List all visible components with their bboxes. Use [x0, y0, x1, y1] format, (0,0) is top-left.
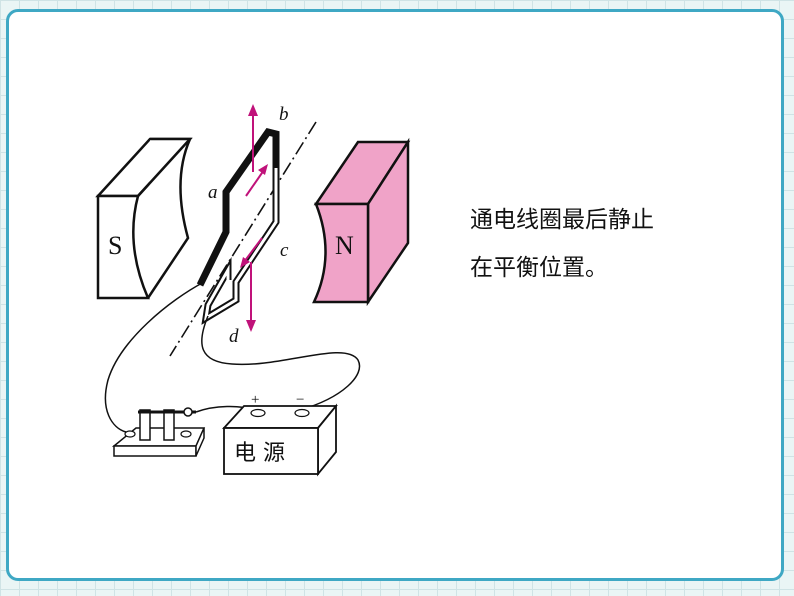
- coil-side-ab: [196, 128, 280, 287]
- coil-label-a: a: [208, 182, 218, 203]
- coil-label-d: d: [229, 326, 239, 347]
- battery-label: 电 源: [234, 441, 285, 466]
- current-arrow-lower: [240, 237, 263, 268]
- current-arrow-upper: [245, 164, 268, 197]
- battery-minus-label: −: [296, 392, 304, 408]
- power-source: + − 电 源: [221, 392, 338, 477]
- caption: 通电线圈最后静止 在平衡位置。: [470, 196, 750, 292]
- rotation-axis: [169, 121, 317, 357]
- coil-label-c: c: [280, 240, 289, 261]
- wire-left: [104, 281, 205, 433]
- south-pole-label: S: [108, 231, 122, 260]
- battery-plus-label: +: [251, 392, 259, 408]
- coil-side-cd: [204, 168, 278, 321]
- wire-right: [201, 315, 361, 411]
- north-magnet: N: [312, 137, 411, 307]
- coil-label-b: b: [279, 104, 289, 125]
- caption-line-2: 在平衡位置。: [470, 255, 608, 281]
- force-arrow-down: [246, 262, 256, 332]
- force-arrow-up: [248, 104, 258, 172]
- south-magnet: S: [95, 137, 193, 300]
- switch: [111, 407, 206, 457]
- caption-line-1: 通电线圈最后静止: [470, 207, 654, 233]
- north-pole-label: N: [335, 231, 354, 260]
